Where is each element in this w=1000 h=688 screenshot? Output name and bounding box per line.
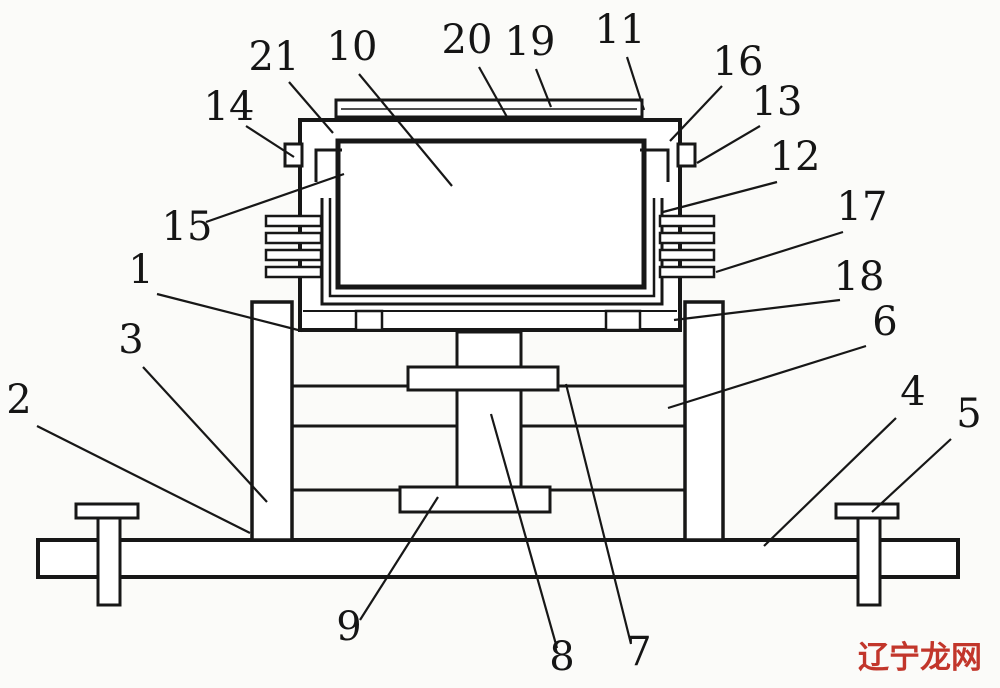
leader-line-10 [358,73,453,187]
part-label-5: 5 [956,391,981,437]
left-fin-3 [264,248,323,262]
leader-line-17 [715,230,844,274]
right-bracket [676,142,697,168]
right-column-body [683,300,725,542]
leader-line-11 [625,56,646,111]
left-column-body [250,300,294,542]
part-label-18: 18 [834,254,885,300]
part-label-3: 3 [118,317,143,363]
leader-line-18 [673,298,841,322]
leader-line-1 [156,292,303,333]
part-label-16: 16 [713,39,764,85]
leader-line-13 [696,125,761,164]
leader-line-8 [489,413,559,649]
part-label-21: 21 [249,34,300,80]
right-fin-1 [658,214,716,228]
left-foot [354,309,384,332]
left-fin-stack [264,214,323,279]
left-anchor-bolt [74,502,140,607]
left-bracket [283,142,304,168]
left-support-column [250,300,294,542]
leader-line-16 [669,85,723,142]
right-corner-step [640,148,670,182]
part-label-14: 14 [204,84,255,130]
part-label-13: 13 [752,79,803,125]
part-label-10: 10 [327,24,378,70]
top-lid [334,98,644,119]
leader-line-14 [245,125,295,158]
part-label-12: 12 [770,134,821,180]
part-label-9: 9 [336,604,361,650]
left-fin-4 [264,265,323,279]
leader-line-19 [534,68,553,108]
damper-top-flange [406,365,560,392]
left-fin-1 [264,214,323,228]
leader-line-2 [36,425,251,534]
right-fin-2 [658,231,716,245]
left-corner-step [314,148,342,182]
part-label-20: 20 [442,17,493,63]
left-fin-2 [264,231,323,245]
damper-stem [455,330,523,491]
leader-line-5 [871,438,952,513]
part-label-17: 17 [837,184,888,230]
part-label-15: 15 [162,204,213,250]
liner-inner-channel [328,198,656,298]
leader-line-21 [288,81,334,134]
right-bolt-head [834,502,900,520]
part-label-8: 8 [549,634,574,680]
leader-line-3 [142,366,268,503]
part-label-19: 19 [505,19,556,65]
display-panel [335,138,647,290]
leader-line-20 [478,66,508,118]
leader-line-15 [205,172,345,224]
left-bolt-shaft [96,515,122,607]
right-fin-4 [658,265,716,279]
part-label-6: 6 [872,299,897,345]
part-label-2: 2 [6,377,31,423]
right-foot [604,309,642,332]
housing-assembly [264,98,716,332]
part-label-11: 11 [595,7,646,53]
leader-line-7 [564,383,633,645]
leader-line-9 [359,496,439,621]
watermark: 辽宁龙网 [858,640,982,676]
damper-bottom-flange [398,485,552,514]
base-plate [36,538,960,579]
leader-line-6 [667,344,867,410]
right-fin-3 [658,248,716,262]
leader-line-4 [763,417,897,547]
right-support-column [683,300,725,542]
base-plate-body [36,538,960,579]
part-label-7: 7 [626,629,651,675]
left-bolt-head [74,502,140,520]
part-label-1: 1 [128,247,153,293]
right-fin-stack [658,214,716,279]
leader-line-12 [662,180,778,214]
part-label-4: 4 [900,369,925,415]
right-bolt-shaft [856,515,882,607]
right-anchor-bolt [834,502,900,607]
